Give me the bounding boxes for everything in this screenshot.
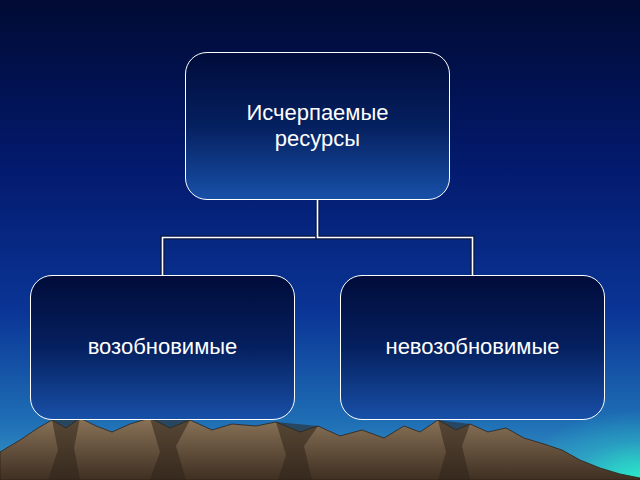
mountain-range xyxy=(0,418,640,480)
box-label: Исчерпаемые ресурсы xyxy=(228,100,408,153)
tree-connector xyxy=(318,200,473,275)
connector-shadow xyxy=(163,200,318,275)
box-label: возобновимые xyxy=(88,334,238,360)
connector-shadow xyxy=(318,200,473,275)
box-label: невозобновимые xyxy=(385,334,559,360)
root-box: Исчерпаемые ресурсы xyxy=(185,52,450,200)
tree-connector xyxy=(163,200,318,275)
category-box: невозобновимые xyxy=(340,275,605,420)
mountain-shadow xyxy=(48,418,470,480)
category-box: возобновимые xyxy=(30,275,295,420)
